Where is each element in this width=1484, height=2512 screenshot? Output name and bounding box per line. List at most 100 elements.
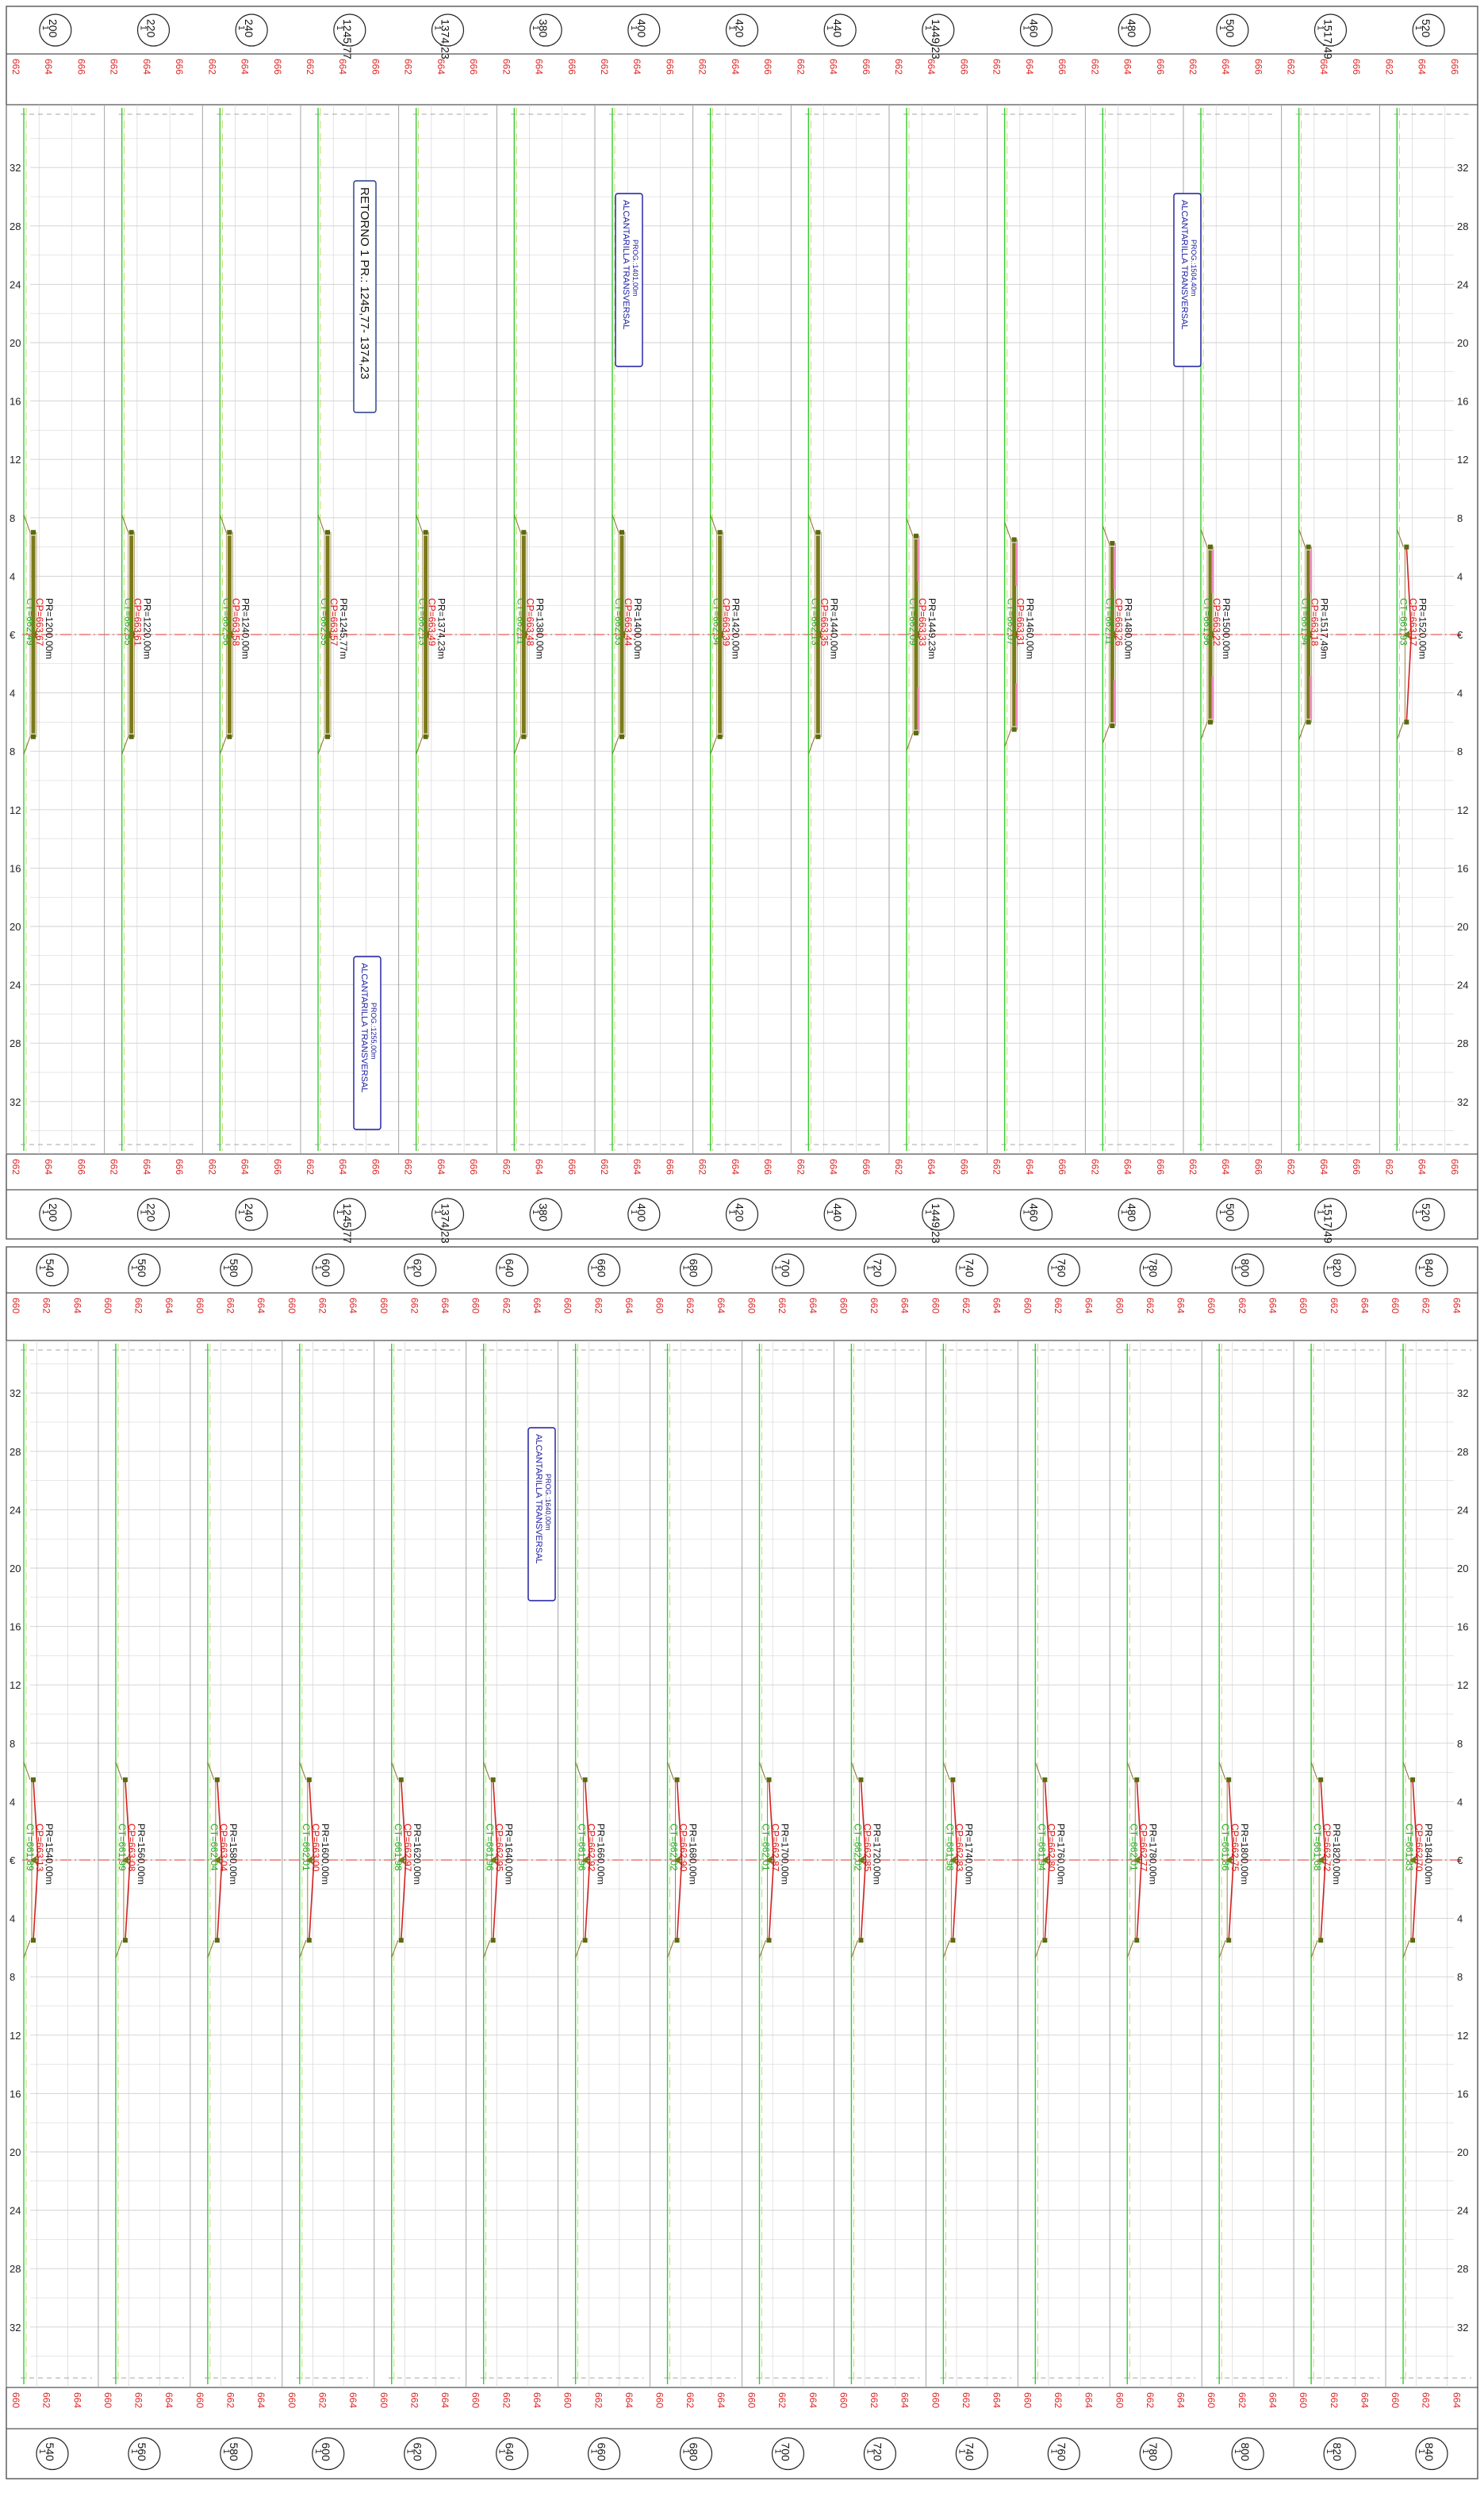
station-marker	[922, 13, 955, 47]
offset-label-left: 20	[10, 921, 21, 933]
elevation-label: 660	[1390, 1298, 1401, 1314]
station-prefix: 1	[1022, 25, 1031, 30]
edge-marker	[1110, 541, 1115, 546]
station-label: 740	[963, 2443, 976, 2462]
elevation-label: 664	[1175, 2392, 1187, 2408]
cp-label: CP=663,35	[819, 598, 830, 646]
edge-marker	[1318, 1777, 1324, 1782]
elevation-label: 662	[403, 1159, 414, 1175]
edge-marker	[815, 530, 821, 535]
elevation-label: 662	[1286, 1159, 1297, 1175]
edge-marker	[306, 1777, 312, 1782]
elevation-label: 662	[109, 59, 120, 75]
elevation-label: 662	[869, 1298, 880, 1314]
station-marker	[1139, 1253, 1172, 1287]
pr-label: PR=1700,00m	[780, 1824, 791, 1885]
slope-line	[1298, 722, 1306, 740]
center-marker	[30, 631, 36, 639]
elevation-label: 666	[958, 59, 969, 75]
pr-label: PR=1780,00m	[1147, 1824, 1158, 1885]
center-marker	[489, 1856, 497, 1864]
edge-marker	[398, 1938, 404, 1943]
offset-label-right: 16	[1457, 1621, 1468, 1633]
pr-label: PR=1740,00m	[963, 1824, 974, 1885]
elevation-label: 666	[1056, 1159, 1068, 1175]
elevation-label: 662	[684, 2392, 696, 2408]
elevation-label: 664	[1318, 1159, 1329, 1175]
station-label: 600	[320, 2443, 332, 2462]
station-prefix: 1	[1325, 1265, 1334, 1270]
edge-marker	[766, 1777, 772, 1782]
edge-marker	[423, 734, 428, 739]
station-marker	[496, 1253, 529, 1287]
pr-label: PR=1374,23m	[436, 598, 447, 659]
elevation-label: 662	[1187, 1159, 1198, 1175]
edge-marker	[815, 734, 821, 739]
elevation-label: 666	[174, 1159, 185, 1175]
slope-line	[807, 515, 815, 533]
station-marker	[1118, 1198, 1151, 1231]
cp-label: CP=662,85	[861, 1824, 872, 1872]
station-prefix: 1	[236, 1210, 246, 1214]
offset-label-left: 16	[10, 1621, 21, 1633]
station-prefix: 1	[129, 1265, 139, 1270]
elevation-label: 664	[347, 1298, 359, 1314]
station-prefix: 1	[236, 25, 246, 30]
ct-label: CT=662,55	[319, 598, 330, 646]
ct-label: CT=662,49	[25, 598, 36, 646]
station-label: 520	[1420, 19, 1432, 38]
station-label: 240	[243, 1203, 255, 1222]
station-label: 540	[44, 2443, 56, 2462]
elevation-label: 666	[762, 59, 773, 75]
pr-label: PR=1449,23m	[926, 598, 938, 659]
station-label: 1245,77	[341, 1203, 354, 1244]
elevation-label: 662	[10, 1159, 21, 1175]
station-label: 1449,23	[930, 1203, 942, 1244]
station-marker	[136, 13, 171, 47]
edge-marker	[1208, 719, 1213, 725]
elevation-label: 666	[1449, 1159, 1460, 1175]
elevation-label: 666	[762, 1159, 773, 1175]
elevation-label: 664	[163, 2392, 174, 2408]
ct-label: CT=662,55	[123, 598, 134, 646]
slope-line	[667, 1762, 675, 1780]
cp-label: CP=663,22	[1211, 598, 1222, 646]
elevation-label: 664	[141, 1159, 152, 1175]
edge-marker	[1042, 1938, 1048, 1943]
station-marker	[312, 1253, 345, 1287]
slope-line	[483, 1940, 491, 1958]
slope-line	[1034, 1762, 1042, 1780]
offset-label-right: 4	[1457, 688, 1463, 700]
offset-label-right: 4	[1457, 570, 1463, 582]
cp-label: CP=663,33	[917, 598, 928, 646]
center-marker	[213, 1856, 220, 1864]
pr-label: PR=1680,00m	[688, 1824, 699, 1885]
elevation-label: 666	[1449, 59, 1460, 75]
edge-marker	[325, 734, 330, 739]
offset-label-left: 32	[10, 1096, 21, 1108]
edge-marker	[128, 734, 134, 739]
station-marker	[1216, 13, 1249, 47]
elevation-label: 664	[435, 59, 447, 75]
ct-label: CT=662,07	[1006, 598, 1017, 646]
slope-line	[1402, 1940, 1410, 1958]
note-subtitle: PROG.:1504,40m	[1190, 240, 1198, 297]
slope-line	[1034, 1940, 1042, 1958]
station-marker	[235, 13, 268, 47]
edge-marker	[1404, 544, 1409, 550]
station-prefix: 1	[531, 25, 540, 30]
design-line	[1405, 547, 1413, 723]
ct-label: CT=661,96	[1202, 598, 1213, 646]
station-marker	[955, 1253, 988, 1287]
edge-marker	[766, 1938, 772, 1943]
edge-marker	[1110, 723, 1115, 728]
slope-line	[612, 736, 619, 754]
